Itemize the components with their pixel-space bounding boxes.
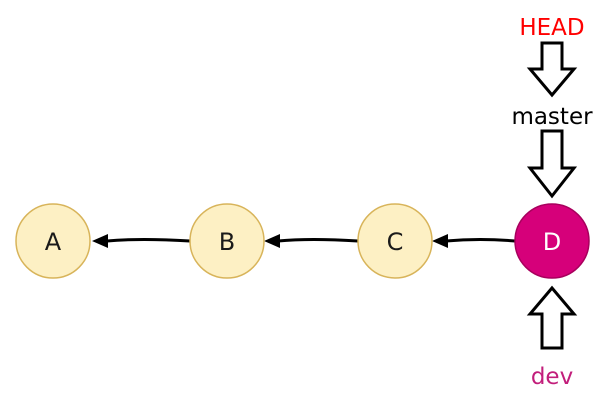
commit-c-circle <box>357 203 433 279</box>
head-to-master-arrow-icon <box>526 41 578 98</box>
commit-a-circle <box>15 203 91 279</box>
master-to-d-arrow-icon <box>526 129 578 199</box>
dev-label: dev <box>531 364 573 390</box>
dev-to-d-arrow-icon <box>526 285 578 350</box>
commit-b-circle <box>189 203 265 279</box>
commit-nodes: A B C D <box>15 203 590 279</box>
head-label: HEAD <box>519 15 584 41</box>
commit-d-circle <box>514 203 590 279</box>
edge-d-to-c <box>445 238 516 243</box>
commit-a: A <box>15 203 91 279</box>
commit-a-label: A <box>45 228 62 256</box>
edge-b-to-a <box>106 238 191 243</box>
edge-c-to-b-arrowhead <box>264 234 280 248</box>
commit-c: C <box>357 203 433 279</box>
commit-b: B <box>189 203 265 279</box>
commit-edges <box>92 234 516 248</box>
edge-d-to-c-arrowhead <box>432 234 448 248</box>
master-label: master <box>511 104 593 130</box>
commit-d-label: D <box>543 228 561 256</box>
commit-d: D <box>514 203 590 279</box>
commit-c-label: C <box>387 228 404 256</box>
commit-b-label: B <box>219 228 235 256</box>
ref-pointers <box>526 41 578 350</box>
edge-b-to-a-arrowhead <box>92 234 108 248</box>
edge-c-to-b <box>277 238 359 243</box>
